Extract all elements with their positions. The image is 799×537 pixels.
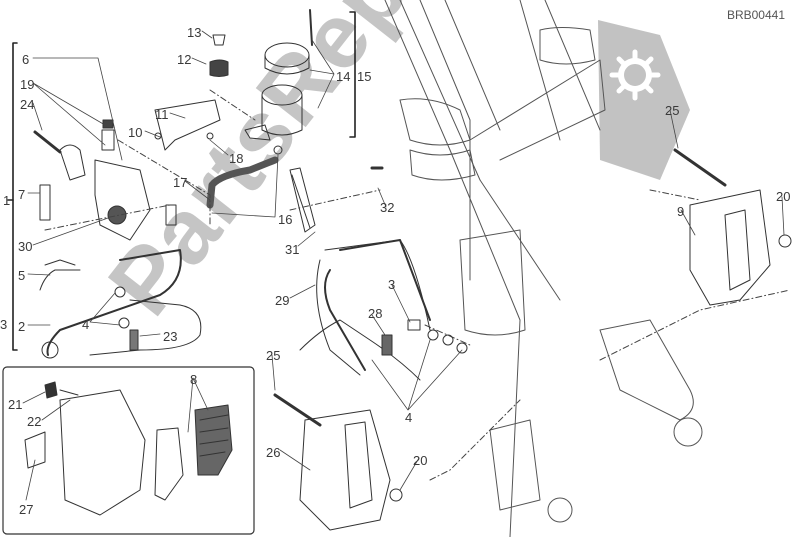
callout-label-25b: 25 bbox=[266, 348, 281, 363]
callout-label-21: 21 bbox=[8, 397, 23, 412]
callout-label-22: 22 bbox=[27, 414, 42, 429]
caliper-left bbox=[273, 393, 391, 531]
callout-label-13: 13 bbox=[187, 25, 202, 40]
callout-label-3b: 3 bbox=[388, 277, 396, 292]
callout-label-24: 24 bbox=[20, 97, 35, 112]
callout-label-12: 12 bbox=[177, 52, 192, 67]
callout-label-20b: 20 bbox=[413, 453, 428, 468]
callout-label-10: 10 bbox=[128, 125, 143, 140]
group-bracket-15 bbox=[349, 11, 356, 138]
callout-label-27: 27 bbox=[19, 502, 34, 517]
washers bbox=[114, 166, 792, 502]
callout-label-4a: 4 bbox=[82, 317, 90, 332]
gear-icon-ring bbox=[618, 58, 652, 92]
callout-label-16: 16 bbox=[278, 212, 293, 227]
callout-label-6: 6 bbox=[22, 52, 30, 67]
callout-label-7: 7 bbox=[18, 187, 26, 202]
inset-box bbox=[2, 366, 255, 535]
gear-icon bbox=[598, 20, 690, 180]
hose-bracket bbox=[289, 167, 316, 233]
callout-label-11: 11 bbox=[155, 107, 169, 122]
callout-label-8: 8 bbox=[190, 372, 198, 387]
callout-label-2: 2 bbox=[18, 319, 26, 334]
callout-label-4b: 4 bbox=[405, 410, 413, 425]
guide-lines bbox=[44, 89, 791, 481]
fork-assembly bbox=[384, 0, 703, 537]
callout-label-14: 14 bbox=[336, 69, 351, 84]
callout-label-28: 28 bbox=[368, 306, 383, 321]
callout-label-29: 29 bbox=[275, 293, 290, 308]
callout-label-32: 32 bbox=[380, 200, 395, 215]
group-bracket-1 bbox=[7, 42, 18, 351]
drawing-code: BRB00441 bbox=[726, 8, 785, 22]
reservoir-hose bbox=[206, 145, 283, 209]
caliper-right bbox=[673, 148, 771, 306]
reservoir bbox=[154, 9, 313, 151]
callout-label-1: 1 bbox=[3, 193, 11, 208]
callout-label-25a: 25 bbox=[665, 103, 680, 118]
callout-label-26: 26 bbox=[266, 445, 281, 460]
callout-label-15: 15 bbox=[357, 69, 372, 84]
callout-label-5: 5 bbox=[18, 268, 26, 283]
callout-label-20a: 20 bbox=[776, 189, 791, 204]
leader-lines bbox=[22, 30, 785, 501]
gear-teeth bbox=[609, 49, 661, 101]
callout-label-9: 9 bbox=[677, 204, 685, 219]
callout-label-19: 19 bbox=[20, 77, 35, 92]
callout-label-30: 30 bbox=[18, 239, 33, 254]
brake-hose-right bbox=[324, 239, 431, 371]
master-cylinder bbox=[33, 119, 182, 359]
callout-label-3a: 3 bbox=[0, 317, 8, 332]
callout-label-18: 18 bbox=[229, 151, 244, 166]
callout-label-31: 31 bbox=[285, 242, 300, 257]
callout-label-23: 23 bbox=[163, 329, 178, 344]
callout-label-17: 17 bbox=[173, 175, 188, 190]
